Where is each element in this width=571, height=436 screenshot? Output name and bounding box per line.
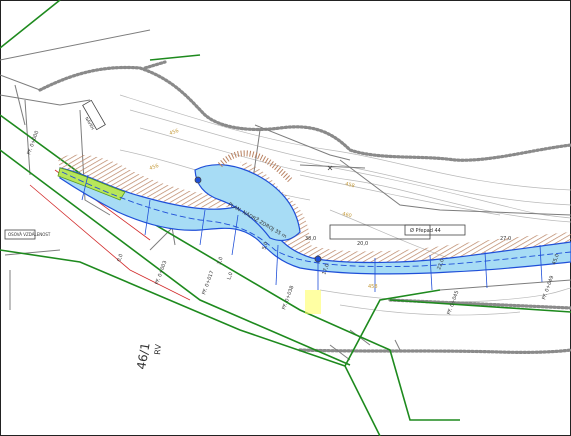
station-label-8: 45,0 — [551, 253, 560, 266]
station-label-7: 38,0 — [305, 236, 316, 242]
station-label-9: L,0 — [226, 272, 234, 281]
cross-section-ticks — [81, 174, 543, 292]
note-label-1: OSOVÁ VZDÁLENOST — [8, 232, 51, 237]
elevation-label-1: 456 — [169, 128, 180, 137]
spillway-label: Ø Přepad 44 — [410, 227, 441, 234]
station-label-5: 22,0 — [436, 258, 445, 271]
reservoir-basin — [194, 164, 301, 242]
note-label-2: NÁVRH — [84, 116, 95, 131]
embankment-hatch — [58, 154, 571, 263]
elevation-label-4: 460 — [341, 211, 352, 219]
reservoir-hatch — [217, 150, 293, 183]
elevation-labels: 456 456 458 460 458 — [149, 128, 378, 290]
station-label-0: 0,0 — [116, 253, 124, 263]
station-label-3: 17,0 — [321, 263, 330, 276]
profile-label-3: PF. 0+017 — [201, 270, 215, 296]
highlight-section — [57, 167, 126, 201]
elevation-label-2: 456 — [149, 163, 160, 172]
parcel-number-label: 46/1 — [134, 342, 152, 371]
station-label-4: 20,0 — [357, 241, 368, 247]
yellow-marker — [305, 290, 321, 314]
profile-label-2: PF. 0+003 — [154, 260, 168, 286]
station-label-1: 3,0 — [216, 256, 224, 266]
elevation-label-5: 458 — [368, 284, 378, 290]
elevation-label-3: 458 — [344, 181, 355, 189]
station-label-6: 27,0 — [500, 236, 511, 242]
structures — [4, 99, 466, 263]
station-label-2: 5,0 — [261, 241, 269, 251]
rv-label: RV — [153, 343, 163, 355]
profile-label-6: PF. 0+049 — [541, 275, 555, 301]
